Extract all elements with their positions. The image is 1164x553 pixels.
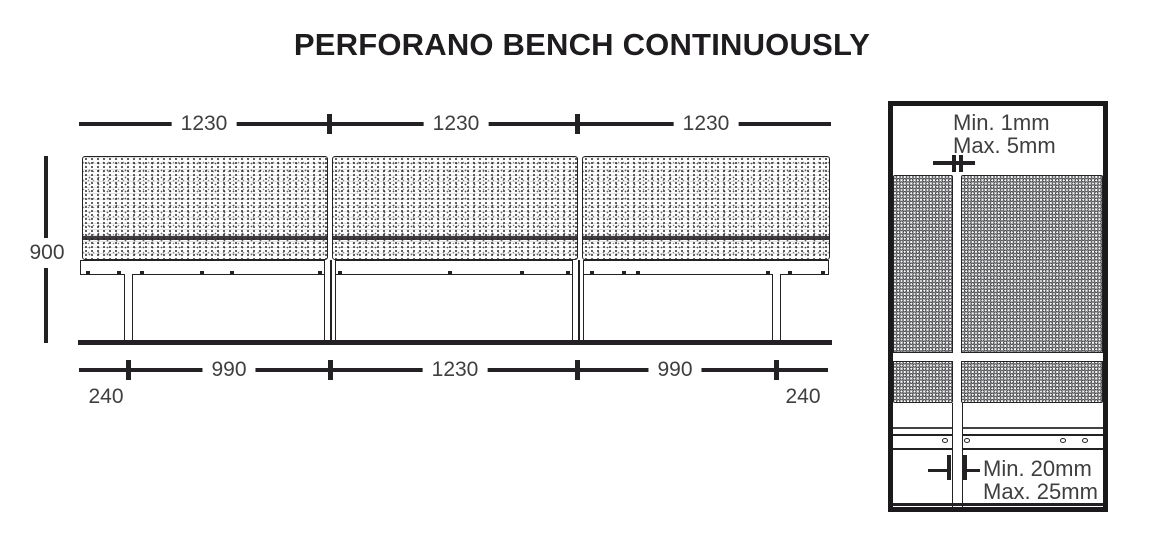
leg-max-label: Max. 25mm — [983, 478, 1098, 504]
detail-panel-seam — [961, 352, 1103, 362]
gap-dimension-note: Min. 1mm Max. 5mm — [953, 110, 1056, 158]
detail-ground-line — [893, 503, 1103, 506]
leg-dimension-note: Min. 20mm Max. 25mm — [983, 456, 1098, 504]
leg-dimension-tick — [947, 455, 951, 480]
top-dimension-tick — [575, 114, 580, 134]
bolt — [86, 271, 90, 275]
panel-seam — [333, 236, 577, 240]
bolt — [520, 271, 524, 275]
bolt — [566, 271, 570, 275]
overhang-dimension-label: 240 — [88, 385, 124, 408]
bench-leg — [124, 274, 133, 341]
bottom-dimension-label: 990 — [202, 358, 256, 382]
gap-min-label: Min. 1mm — [953, 110, 1050, 135]
bolt — [622, 271, 626, 275]
bench-leg-junction — [324, 260, 336, 341]
top-dimension-label: 1230 — [673, 112, 739, 136]
bench-leg-junction — [572, 260, 584, 341]
bolt — [766, 271, 770, 275]
bolt-hole-icon — [1060, 438, 1066, 443]
gap-dimension-tick — [959, 155, 963, 172]
panel-seam — [583, 236, 829, 240]
bolt — [636, 271, 640, 275]
page-title: PERFORANO BENCH CONTINUOUSLY — [293, 27, 871, 62]
bolt-hole-icon — [964, 438, 970, 443]
bolt — [338, 271, 342, 275]
bench-panel — [82, 156, 328, 260]
bottom-dimension-tick — [328, 360, 333, 380]
bolt-hole-icon — [942, 438, 948, 443]
perforated-panel-left — [893, 175, 953, 403]
detail-rail-line — [893, 427, 1103, 429]
bolt — [117, 271, 121, 275]
bolt — [230, 271, 234, 275]
bench-leg — [772, 274, 781, 341]
leg-dimension-line — [967, 469, 980, 472]
top-dimension-tick — [327, 114, 332, 134]
leg-dimension-tick — [963, 455, 967, 480]
gap-dimension-tick — [952, 155, 956, 172]
gap-max-label: Max. 5mm — [953, 132, 1056, 158]
top-dimension-label: 1230 — [423, 112, 489, 136]
detail-rails — [893, 434, 1103, 450]
top-dimension-label: 1230 — [171, 112, 237, 136]
joint-detail-box: Min. 1mm Max. 5mm Mi — [888, 101, 1108, 512]
bolt — [821, 271, 825, 275]
bottom-dimension-tick — [774, 360, 779, 380]
ground-line — [78, 340, 832, 345]
bolt — [590, 271, 594, 275]
bottom-dimension-label: 1230 — [422, 358, 488, 382]
bolt — [448, 271, 452, 275]
detail-leg — [952, 403, 963, 507]
bolt — [788, 271, 792, 275]
overhang-dimension-label: 240 — [785, 385, 821, 408]
perforated-panel-right — [961, 175, 1103, 403]
bench-panel — [332, 156, 578, 260]
height-dimension-label: 900 — [26, 238, 68, 268]
leg-dimension-line — [928, 469, 947, 472]
bolt — [318, 271, 322, 275]
bottom-dimension-label: 990 — [648, 358, 702, 382]
bolt-hole-icon — [1082, 438, 1088, 443]
bottom-dimension-tick — [126, 360, 131, 380]
bolt — [140, 271, 144, 275]
panel-seam — [83, 236, 327, 240]
bolt — [200, 271, 204, 275]
detail-panel-seam — [893, 352, 953, 362]
bottom-dimension-tick — [575, 360, 580, 380]
leg-min-label: Min. 20mm — [983, 456, 1092, 481]
bench-panel — [582, 156, 830, 260]
bench-apron — [80, 260, 829, 275]
